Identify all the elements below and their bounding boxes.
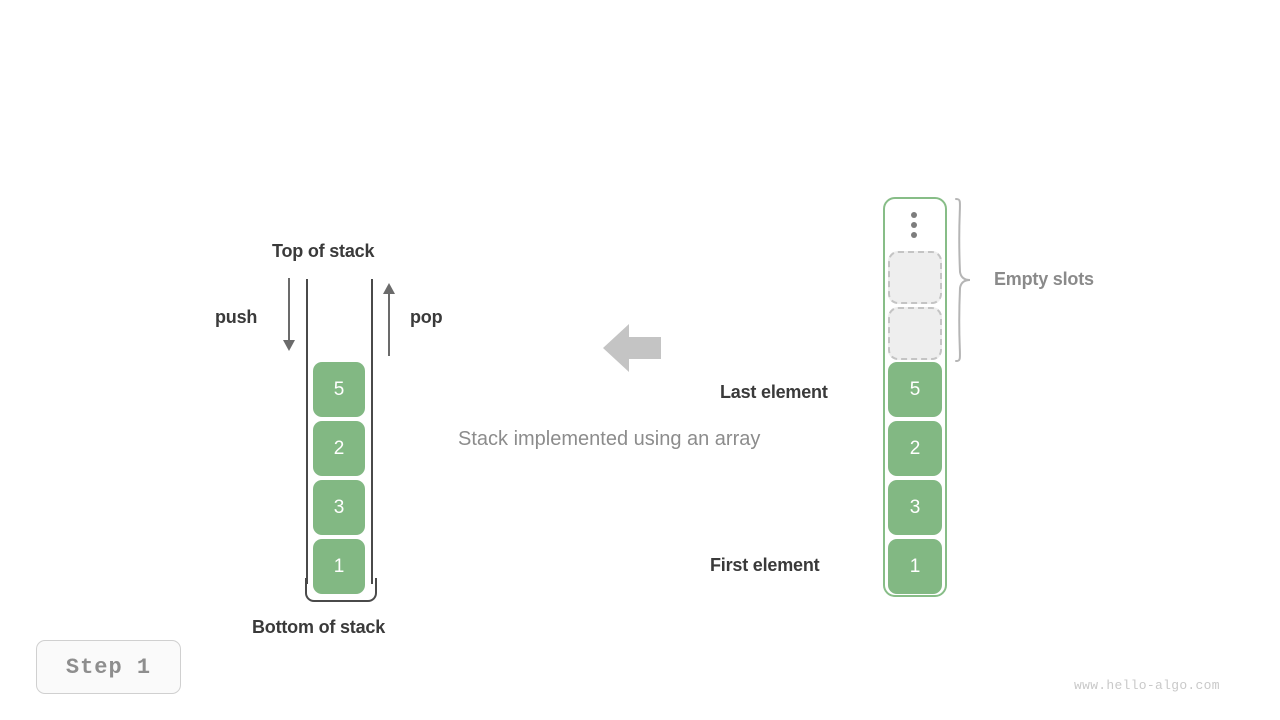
top-of-stack-label: Top of stack — [272, 241, 375, 261]
bottom-of-stack-label: Bottom of stack — [252, 617, 386, 637]
array-outline — [883, 197, 947, 597]
pop-label: pop — [410, 307, 443, 327]
stack-cell: 5 — [313, 362, 365, 417]
stack-cell: 3 — [313, 480, 365, 535]
empty-slot — [888, 251, 942, 304]
push-arrow-icon — [283, 278, 295, 351]
array-cell: 3 — [888, 480, 942, 535]
vertical-ellipsis-icon — [911, 212, 917, 238]
empty-slots-label: Empty slots — [994, 269, 1094, 289]
watermark: www.hello-algo.com — [1074, 678, 1220, 693]
step-badge: Step 1 — [36, 640, 181, 694]
stack-wall-left — [306, 279, 308, 584]
array-cell: 2 — [888, 421, 942, 476]
stack-cell: 1 — [313, 539, 365, 594]
stack-cell: 2 — [313, 421, 365, 476]
push-label: push — [215, 307, 258, 327]
stack-bottom-curve — [305, 578, 377, 602]
left-arrow-icon — [603, 322, 661, 374]
diagram-caption: Stack implemented using an array — [458, 428, 761, 450]
empty-slot — [888, 307, 942, 360]
last-element-label: Last element — [720, 382, 828, 402]
array-cell: 5 — [888, 362, 942, 417]
stack-wall-right — [371, 279, 373, 584]
array-cell: 1 — [888, 539, 942, 594]
pop-arrow-icon — [383, 283, 395, 356]
empty-slots-brace — [952, 196, 974, 369]
first-element-label: First element — [710, 555, 820, 575]
